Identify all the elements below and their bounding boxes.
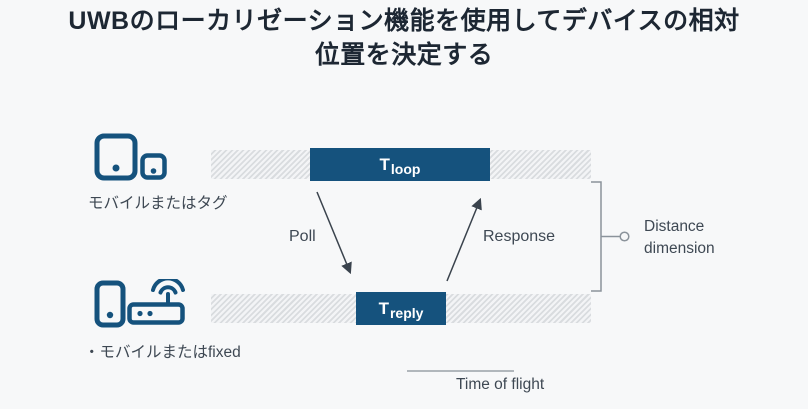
t-reply-symbol: T — [378, 298, 389, 318]
bottom-device-label: ・モバイルまたはfixed — [84, 344, 241, 361]
tag-icon — [140, 153, 167, 180]
distance-label-line-1: Distance — [644, 218, 705, 235]
mobile-icon — [94, 280, 126, 328]
top-device-label: モバイルまたはタグ — [88, 195, 228, 212]
response-label: Response — [483, 228, 556, 245]
title-line-2: 位置を決定する — [314, 41, 494, 69]
distance-dimension-label: Distance dimension — [644, 216, 715, 260]
page-title: UWBのローカリゼーション機能を使用してデバイスの相対 位置を決定する — [0, 4, 808, 72]
wireless-router-icon — [127, 279, 185, 325]
title-line-1: UWBのローカリゼーション機能を使用してデバイスの相対 — [68, 7, 740, 35]
poll-label: Poll — [289, 228, 316, 245]
distance-bracket — [591, 181, 602, 292]
time-of-flight-label: Time of flight — [456, 376, 545, 393]
t-reply-subscript: reply — [389, 304, 424, 321]
response-arrow — [446, 197, 482, 282]
mobile-icon — [94, 133, 138, 181]
distance-label-line-2: dimension — [644, 240, 715, 257]
poll-arrow — [316, 191, 352, 275]
t-loop-subscript: loop — [390, 160, 421, 177]
t-loop-symbol: T — [379, 154, 390, 174]
distance-bracket-endpoint — [619, 231, 630, 242]
